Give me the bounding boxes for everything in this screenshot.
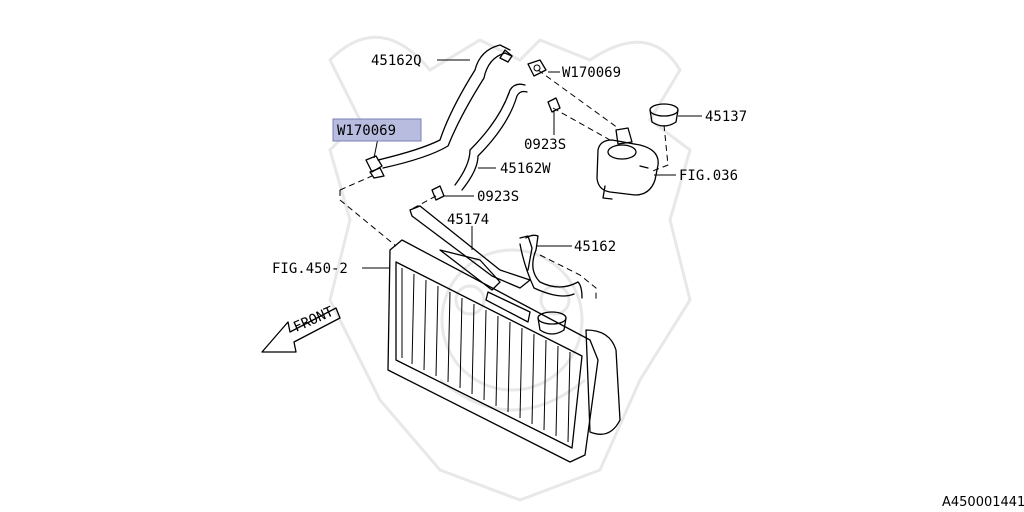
hose-45162q[interactable] (377, 44, 513, 169)
label-w170069-top[interactable]: W170069 (562, 65, 621, 81)
clip-0923s-lower[interactable] (431, 185, 445, 201)
label-45162w[interactable]: 45162W (500, 161, 551, 177)
hose-45162[interactable] (519, 234, 583, 299)
clamp-w170069-lower[interactable] (365, 155, 385, 179)
label-0923s-lower[interactable]: 0923S (477, 189, 519, 205)
label-w170069-highlighted[interactable]: W170069 (337, 123, 396, 139)
radiator[interactable] (387, 239, 621, 463)
label-45162[interactable]: 45162 (574, 239, 616, 255)
bracket-45174[interactable] (409, 205, 533, 289)
diagram-id: A450001441 (942, 495, 1024, 510)
watermark-emblem (328, 35, 692, 502)
label-45137[interactable]: 45137 (705, 109, 747, 125)
front-label: FRONT (291, 304, 337, 336)
clip-0923s-upper[interactable] (547, 97, 561, 113)
label-45174[interactable]: 45174 (447, 212, 489, 228)
label-0923s-upper[interactable]: 0923S (524, 137, 566, 153)
highlighted-part-box (332, 118, 422, 142)
hose-45162w[interactable] (454, 83, 528, 191)
label-fig-450-2[interactable]: FIG.450-2 (272, 261, 348, 277)
label-fig-036[interactable]: FIG.036 (679, 168, 738, 184)
reservoir-tank[interactable] (596, 127, 659, 200)
front-arrow: FRONT (261, 304, 341, 353)
label-45162q[interactable]: 45162Q (371, 53, 422, 69)
clamp-w170069-top[interactable] (527, 59, 547, 77)
assembly-lines (339, 69, 669, 300)
